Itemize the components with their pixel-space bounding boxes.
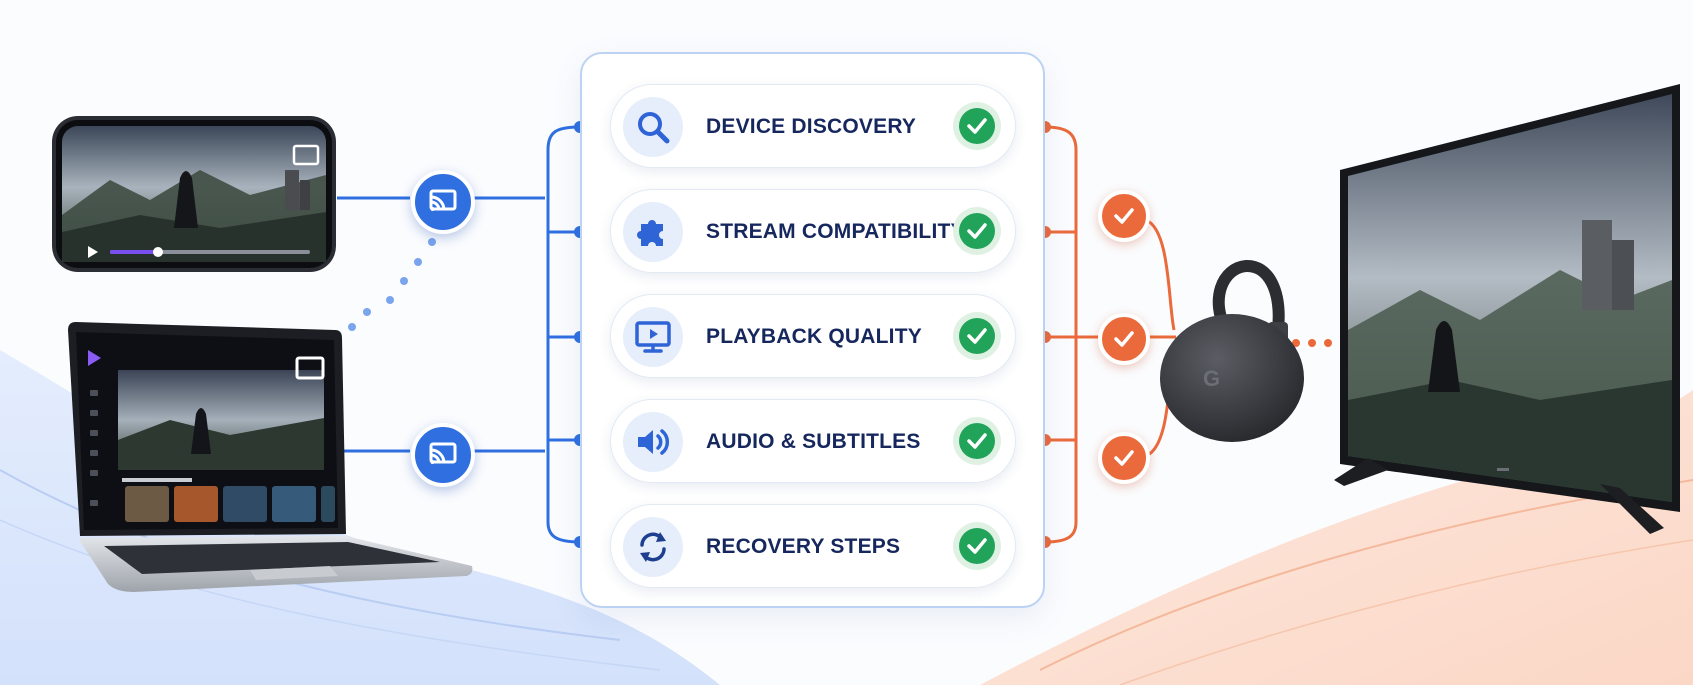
checklist-panel: DEVICE DISCOVERY STREAM COMPATIBILITY PL… <box>580 52 1045 608</box>
cast-icon <box>429 189 457 211</box>
checklist-item-label: STREAM COMPATIBILITY <box>706 220 965 243</box>
receiver-check-icon <box>1098 190 1150 242</box>
refresh-icon <box>623 517 683 577</box>
check-icon <box>953 522 1001 570</box>
receiver-check-icon <box>1098 432 1150 484</box>
monitor-play-icon <box>623 307 683 367</box>
checklist-item-audio-subtitles: AUDIO & SUBTITLES <box>610 399 1016 483</box>
check-icon <box>953 312 1001 360</box>
checklist-item-label: DEVICE DISCOVERY <box>706 115 917 138</box>
checklist-item-device-discovery: DEVICE DISCOVERY <box>610 84 1016 168</box>
checklist-item-stream-compatibility: STREAM COMPATIBILITY <box>610 189 1016 273</box>
check-icon <box>953 102 1001 150</box>
cast-badge-laptop <box>411 423 475 487</box>
cast-badge-phone <box>411 170 475 234</box>
checklist-item-playback-quality: PLAYBACK QUALITY <box>610 294 1016 378</box>
puzzle-icon <box>623 202 683 262</box>
checklist-item-label: RECOVERY STEPS <box>706 535 901 558</box>
check-icon <box>953 417 1001 465</box>
receiver-check-icon <box>1098 313 1150 365</box>
checklist-item-recovery-steps: RECOVERY STEPS <box>610 504 1016 588</box>
magnifier-icon <box>623 97 683 157</box>
checklist-item-label: AUDIO & SUBTITLES <box>706 430 921 453</box>
speaker-icon <box>623 412 683 472</box>
check-icon <box>953 207 1001 255</box>
cast-icon <box>429 442 457 464</box>
checklist-item-label: PLAYBACK QUALITY <box>706 325 922 348</box>
